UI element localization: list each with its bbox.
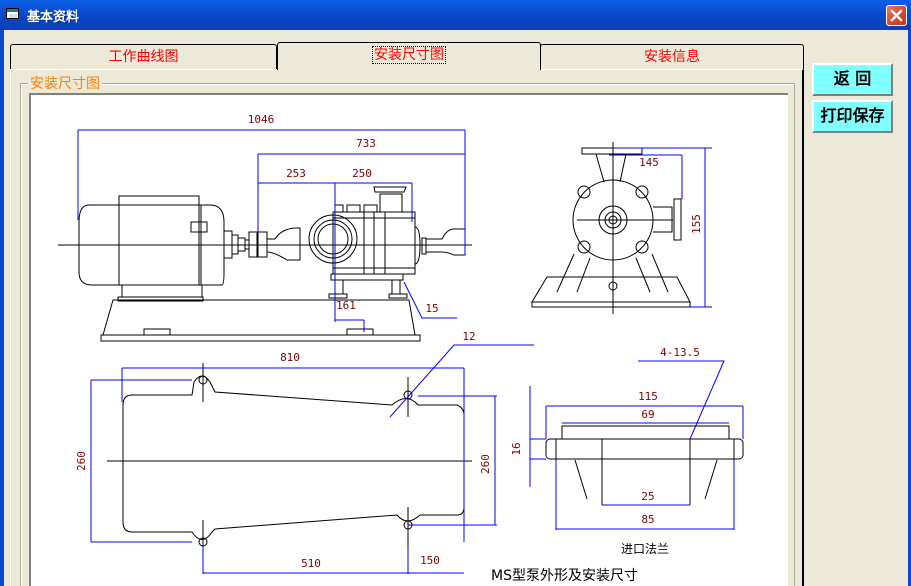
dim-260-right: 260 bbox=[479, 454, 492, 474]
base-side-view bbox=[100, 299, 421, 342]
dim-25: 25 bbox=[641, 490, 654, 503]
window-title: 基本资料 bbox=[27, 10, 80, 25]
dim-69: 69 bbox=[641, 408, 654, 421]
dim-hole-dia: 12 bbox=[462, 330, 475, 343]
window-border-left bbox=[0, 30, 4, 586]
dim-15: 15 bbox=[425, 302, 438, 315]
dim-145: 145 bbox=[639, 156, 659, 169]
dim-260-left: 260 bbox=[75, 451, 88, 471]
tab-strip: 工作曲线图 安装尺寸图 安装信息 bbox=[10, 42, 804, 70]
dim-overall-length: 1046 bbox=[248, 113, 275, 126]
dim-150: 150 bbox=[420, 554, 440, 567]
close-button[interactable] bbox=[886, 5, 907, 26]
dim-16: 16 bbox=[510, 442, 523, 455]
installation-drawing: 1046 733 253 250 161 15 145 155 810 12 2… bbox=[29, 93, 788, 586]
drawing-caption: MS型泵外形及安装尺寸 bbox=[491, 568, 638, 584]
base-plan-view bbox=[107, 363, 472, 547]
pump-end-view bbox=[531, 142, 691, 314]
coupling bbox=[223, 227, 301, 261]
inlet-flange bbox=[545, 425, 744, 505]
tab-install-info[interactable]: 安装信息 bbox=[540, 44, 804, 70]
back-button[interactable]: 返 回 bbox=[812, 63, 893, 96]
dim-810: 810 bbox=[280, 351, 300, 364]
tab-label: 工作曲线图 bbox=[108, 49, 179, 65]
dim-155: 155 bbox=[690, 214, 703, 234]
tab-label: 安装信息 bbox=[644, 49, 700, 65]
window-border-right bbox=[908, 30, 911, 586]
drawing-canvas: 1046 733 253 250 161 15 145 155 810 12 2… bbox=[58, 113, 744, 584]
dim-85: 85 bbox=[641, 513, 654, 526]
dimension-lines bbox=[77, 129, 744, 574]
flange-caption: 进口法兰 bbox=[621, 542, 669, 556]
title-bar: 基本资料 bbox=[0, 0, 911, 30]
dim-pump-length: 733 bbox=[356, 137, 376, 150]
pump-body-side bbox=[308, 186, 466, 299]
app-window-icon bbox=[6, 8, 19, 19]
dim-115: 115 bbox=[638, 390, 658, 403]
tab-work-curve[interactable]: 工作曲线图 bbox=[10, 44, 277, 70]
tab-install-dimensions[interactable]: 安装尺寸图 bbox=[277, 42, 541, 70]
group-box-label: 安装尺寸图 bbox=[28, 76, 102, 92]
dim-250: 250 bbox=[352, 167, 372, 180]
close-icon bbox=[890, 9, 903, 22]
dim-bolt-holes: 4-13.5 bbox=[660, 346, 700, 359]
tab-label: 安装尺寸图 bbox=[372, 46, 446, 64]
dim-253: 253 bbox=[286, 167, 306, 180]
dim-161: 161 bbox=[336, 299, 356, 312]
group-box bbox=[20, 83, 795, 586]
dim-510: 510 bbox=[301, 557, 321, 570]
print-save-button[interactable]: 打印保存 bbox=[812, 100, 893, 133]
motor-side-view bbox=[78, 195, 225, 302]
